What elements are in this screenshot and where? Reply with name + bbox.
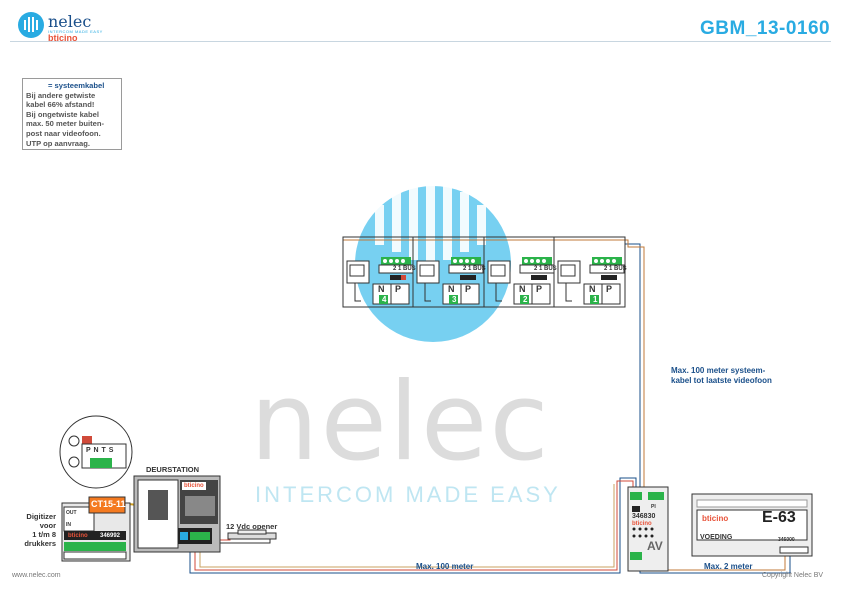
videophone-unit-2 [487, 257, 555, 305]
videophone-unit-4 [346, 257, 414, 305]
door-station [133, 475, 221, 553]
vp2-index: 2 [523, 295, 528, 304]
av-label: AV [647, 539, 663, 553]
logo-brand: bticino [48, 33, 78, 43]
note-line: max. 50 meter buiten- [26, 119, 105, 129]
digitizer-module [61, 496, 131, 562]
opener-label: 12 Vdc opener [226, 522, 278, 531]
av-pi-label: PI [651, 504, 656, 510]
vp2-terminals: 2 1 BUS [534, 266, 557, 272]
pnts-label: P N T S [86, 447, 114, 454]
max2-label: Max. 2 meter [704, 562, 753, 571]
vp1-terminals: 2 1 BUS [604, 266, 627, 272]
terminal-zoom-circle [59, 415, 133, 489]
system-cable-label-2: kabel tot laatste videofoon [671, 376, 772, 385]
document-code: GBM_13-0160 [700, 18, 831, 39]
nelec-logo-icon [18, 12, 44, 38]
digitizer-line: 1 t/m 8 [32, 530, 56, 539]
vp1-index: 1 [593, 295, 598, 304]
watermark-name: nelec [250, 360, 551, 485]
note-line: kabel 66% afstand! [26, 100, 95, 110]
note-heading: = systeemkabel [48, 81, 105, 90]
logo-tagline: INTERCOM MADE EASY [48, 29, 103, 34]
door-opener [227, 529, 277, 540]
ct-label: CT15-11 [91, 499, 126, 509]
power-brand: bticino [702, 514, 729, 523]
door-cable-red [194, 480, 634, 571]
power-model-number: 346000 [778, 537, 795, 543]
vp4-np: N P [378, 284, 402, 294]
note-line: Bij ongetwiste kabel [26, 109, 100, 119]
footer-copyright: Copyright Nelec BV [762, 572, 824, 579]
digitizer-line: drukkers [24, 539, 56, 548]
vp3-index: 3 [452, 295, 457, 304]
watermark-tagline: INTERCOM MADE EASY [255, 482, 561, 507]
digitizer-line: voor [39, 521, 56, 530]
vp3-np: N P [448, 284, 472, 294]
videophone-unit-1 [557, 257, 625, 305]
av-module [627, 486, 669, 572]
av-model: 346830 [632, 513, 656, 520]
digitizer-in-label: IN [66, 522, 71, 528]
vp4-index: 4 [382, 295, 387, 304]
power-model-e63: E-63 [762, 509, 796, 526]
vp4-terminals: 2 1 BUS [393, 266, 416, 272]
digitizer-label: Digitizer voor 1 t/m 8 drukkers [10, 512, 56, 548]
digitizer-model: 346992 [100, 533, 121, 539]
max100-label: Max. 100 meter [416, 562, 474, 571]
vp3-terminals: 2 1 BUS [463, 266, 486, 272]
digitizer-out-label: OUT [66, 510, 77, 516]
digitizer-line: Digitizer [26, 512, 56, 521]
system-cable-label-1: Max. 100 meter systeem- [671, 366, 766, 375]
door-cable-blue [189, 477, 637, 574]
power-supply [691, 493, 813, 557]
voeding-label: VOEDING [700, 534, 733, 541]
note-line: UTP op aanvraag. [26, 138, 91, 148]
videophone-unit-3 [416, 257, 484, 305]
system-cable-brown [343, 239, 645, 490]
logo-name: nelec [48, 12, 92, 31]
cable-note: = systeemkabel Bij andere getwiste kabel… [22, 78, 122, 150]
av-brand: bticino [632, 521, 652, 527]
door-cable-tan [199, 484, 615, 568]
footer-website: www.nelec.com [12, 572, 61, 579]
header-divider [10, 41, 831, 42]
deurstation-label: DEURSTATION [146, 465, 200, 474]
note-line: post naar videofoon. [26, 128, 101, 138]
digitizer-brand: bticino [68, 533, 88, 539]
vp1-np: N P [589, 284, 613, 294]
vp2-np: N P [519, 284, 543, 294]
note-line: Bij andere getwiste [26, 90, 96, 100]
door-station-brand: bticino [184, 483, 204, 489]
